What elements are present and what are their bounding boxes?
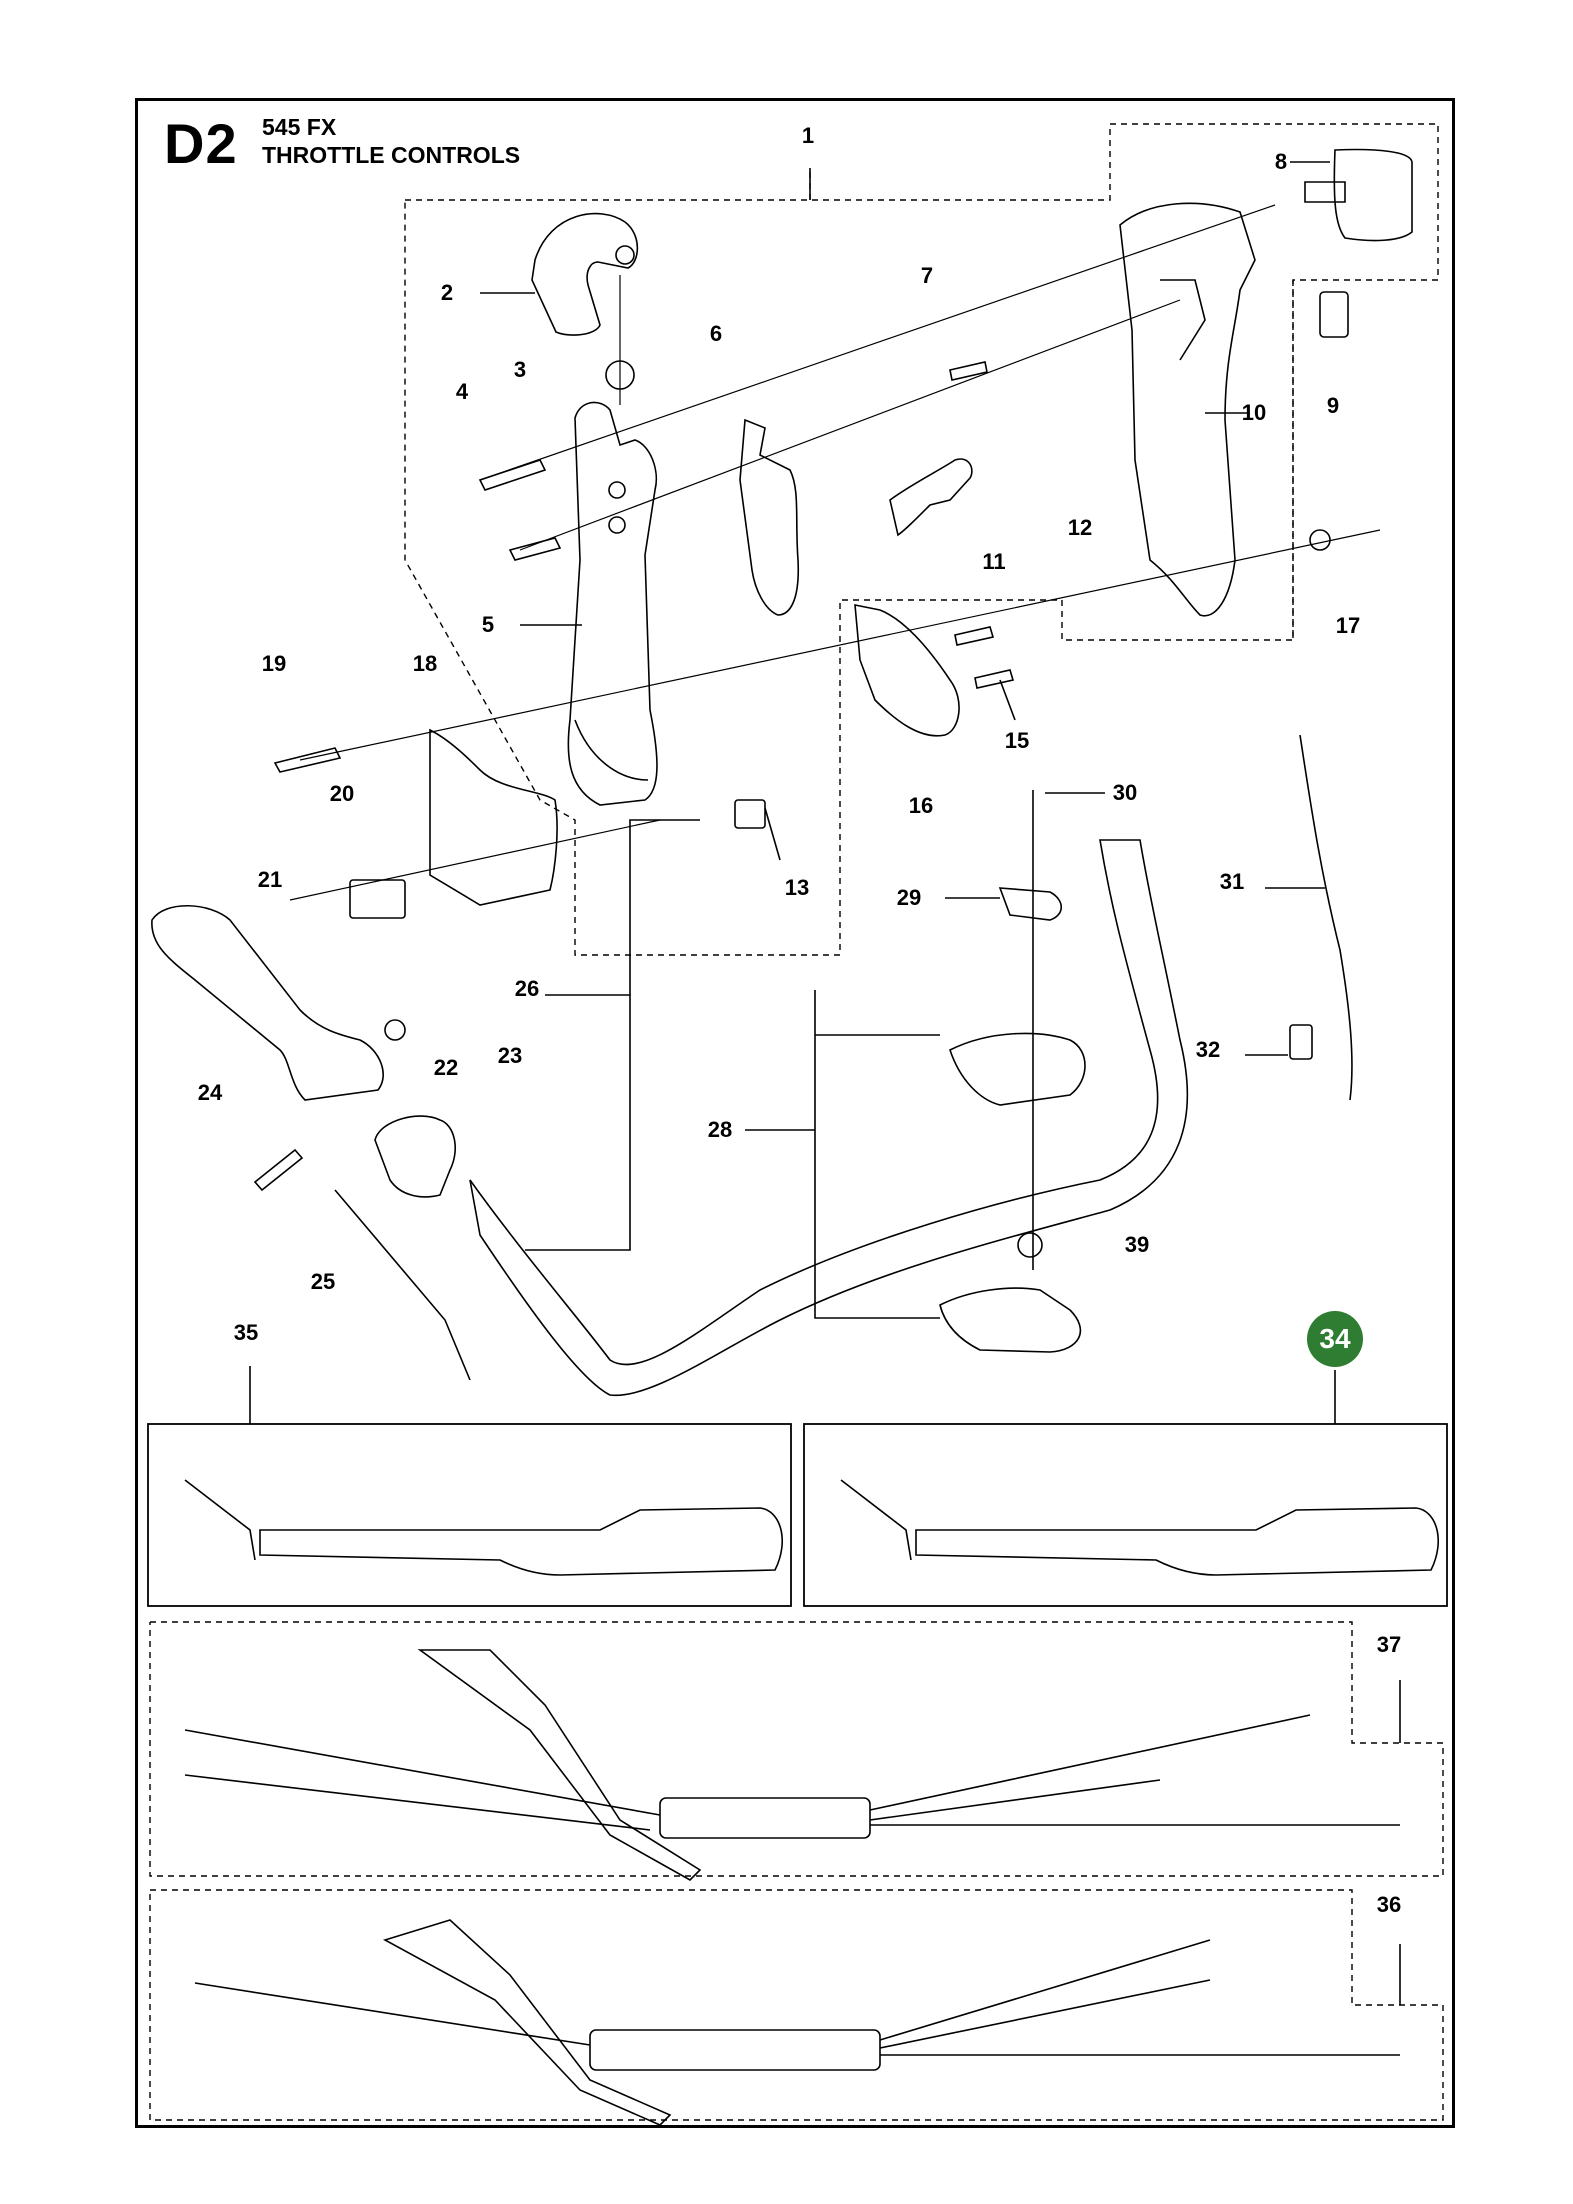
- part-18-cover: [429, 728, 558, 906]
- callout-3: 3: [513, 357, 527, 382]
- callout-5: 5: [481, 612, 495, 637]
- model-name: 545 FX: [262, 114, 337, 140]
- callout-2: 2: [440, 280, 454, 305]
- kit-badge-34: 34: [1307, 1311, 1363, 1367]
- callout-15: 15: [1004, 728, 1030, 753]
- callout-23: 23: [497, 1043, 523, 1068]
- callout-21: 21: [257, 867, 283, 892]
- fasteners: [253, 360, 1331, 1258]
- part-11-lever: [889, 458, 973, 537]
- kit-35-image: [184, 1479, 783, 1576]
- callout-25: 25: [310, 1269, 336, 1294]
- part-23-clamp: [374, 1115, 456, 1198]
- handlebar-tube: [469, 839, 1189, 1397]
- callout-17: 17: [1335, 613, 1361, 638]
- part-6-trigger: [739, 418, 800, 616]
- callout-30: 30: [1112, 780, 1138, 805]
- cable-assembly-36-image: [194, 1919, 1400, 2126]
- callout-10: 10: [1241, 400, 1267, 425]
- part-8-knob: [1304, 148, 1413, 242]
- callout-7: 7: [920, 263, 934, 288]
- callout-29: 29: [896, 885, 922, 910]
- part-29-clip: [998, 887, 1063, 921]
- callout-31: 31: [1219, 869, 1245, 894]
- part-5-handle-body: [567, 401, 658, 806]
- drawing-frame: [135, 98, 1455, 2128]
- callout-19: 19: [261, 651, 287, 676]
- assembly-1-boundary: [404, 123, 1439, 956]
- callout-20: 20: [329, 781, 355, 806]
- callout-12: 12: [1067, 515, 1093, 540]
- callout-36: 36: [1376, 1892, 1402, 1917]
- section-title: THROTTLE CONTROLS: [262, 142, 521, 168]
- callout-8: 8: [1274, 149, 1288, 174]
- cable-assembly-37-image: [184, 1649, 1400, 1881]
- callout-39: 39: [1124, 1232, 1150, 1257]
- callout-35: 35: [233, 1320, 259, 1345]
- callout-37: 37: [1376, 1632, 1402, 1657]
- callout-9: 9: [1326, 393, 1340, 418]
- callout-16: 16: [908, 793, 934, 818]
- part-31-wire: [1299, 734, 1353, 1101]
- callout-32: 32: [1195, 1037, 1221, 1062]
- part-2-grip-cap: [531, 212, 639, 336]
- kit-box-36: [149, 1889, 1444, 2121]
- callout-22: 22: [433, 1055, 459, 1080]
- callout-28: 28: [707, 1117, 733, 1142]
- kit-box-34: [803, 1423, 1448, 1607]
- kit-box-35: [147, 1423, 792, 1607]
- part-25-cable: [334, 1189, 471, 1381]
- part-32-clip: [1289, 1024, 1313, 1060]
- callout-11: 11: [982, 549, 1006, 574]
- part-10-housing: [1119, 202, 1256, 617]
- kit-box-37: [149, 1621, 1444, 1877]
- part-21-grip: [151, 904, 384, 1101]
- callout-24: 24: [197, 1080, 223, 1105]
- callout-4: 4: [455, 379, 469, 404]
- section-code: D2: [164, 112, 238, 175]
- callout-6: 6: [709, 321, 723, 346]
- callout-18: 18: [412, 651, 438, 676]
- part-28-bracket-top: [949, 1032, 1086, 1106]
- part-16-bracket: [854, 604, 960, 737]
- part-9-switch: [1319, 291, 1349, 338]
- callout-13: 13: [784, 875, 810, 900]
- kit-34-image: [840, 1479, 1439, 1576]
- part-28-bracket-bottom: [939, 1287, 1082, 1353]
- callout-26: 26: [514, 976, 540, 1001]
- callout-1: 1: [801, 123, 815, 148]
- part-20-switch: [349, 879, 406, 919]
